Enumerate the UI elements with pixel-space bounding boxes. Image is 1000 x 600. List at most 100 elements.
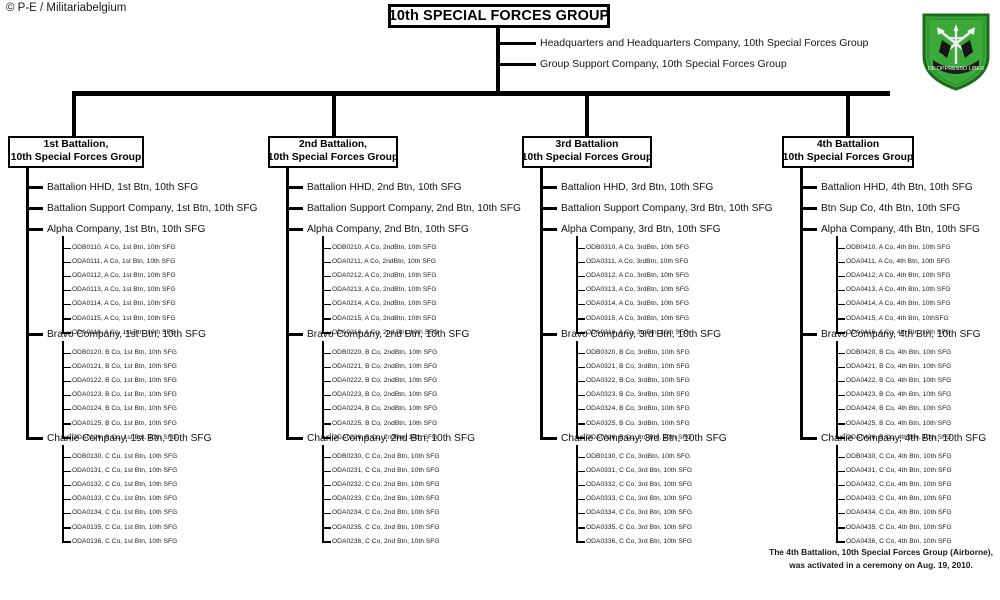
- detachment-tick: [62, 303, 71, 306]
- detachment-label: ODA0322, B Co, 3rdBtn, 10th SFG: [586, 377, 690, 385]
- detachment-label: ODA0435, C Co, 4th Btn, 10th SFG: [846, 523, 952, 531]
- company-tick: [540, 333, 557, 336]
- detachment-label: ODA0335, C Co, 3rd Btn, 10th SFG: [586, 523, 693, 531]
- company-label: Alpha Company, 2nd Btn, 10th SFG: [307, 224, 469, 235]
- battalion-bus: [72, 91, 890, 96]
- detachment-tick: [322, 408, 331, 411]
- detachment-tick: [322, 498, 331, 501]
- detachment-tick: [62, 498, 71, 501]
- detachment-tick: [322, 261, 331, 264]
- detachment-label: ODB0310, A Co, 3rdBtn, 10th SFG: [586, 244, 690, 251]
- company-label: Bravo Company, 4th Btn, 10th SFG: [821, 329, 981, 340]
- detachment-label: ODA0422, B Co, 4th Btn, 10th SFG: [846, 377, 952, 385]
- battalion-unit-tick: [26, 186, 43, 189]
- detachment-tick: [576, 275, 585, 278]
- detachment-label: ODA0134, C Co, 1st Btn, 10th SFG: [72, 509, 178, 517]
- company-tick: [800, 228, 817, 231]
- battalion-spine-2nd-battalion: [286, 168, 289, 437]
- detachment-tick: [836, 247, 845, 250]
- battalion-drop-4: [846, 91, 850, 136]
- detachment-tick: [836, 352, 845, 355]
- detachment-label: ODA0413, A Co, 4th Btn, 10th SFG: [846, 286, 951, 294]
- detachment-tick: [62, 408, 71, 411]
- detachment-label: ODB0220, B Co, 2ndBtn, 10th SFG: [332, 349, 438, 356]
- detachment-label: ODA0124, B Co, 1st Btn, 10th SFG: [72, 405, 177, 413]
- detachment-tick: [62, 380, 71, 383]
- battalion-unit-tick: [800, 186, 817, 189]
- detachment-label: ODA0223, B Co, 2ndBtn, 10th SFG: [332, 391, 438, 399]
- detachment-tick: [322, 275, 331, 278]
- battalion-unit-label: Battalion HHD, 2nd Btn, 10th SFG: [307, 182, 462, 193]
- battalion-unit-label: Battalion Support Company, 1st Btn, 10th…: [47, 203, 258, 214]
- detachment-tick: [322, 303, 331, 306]
- detachment-tick: [62, 318, 71, 320]
- detachment-tick: [62, 261, 71, 264]
- detachment-tick: [62, 541, 71, 543]
- detachment-label: ODA0431, C Co, 4th Btn, 10th SFG: [846, 467, 952, 475]
- detachment-tick: [62, 512, 71, 515]
- detachment-tick: [322, 332, 331, 334]
- detachment-label: ODA0115, A Co, 1st Btn, 10th SFG: [72, 314, 176, 322]
- detachment-label: ODA0334, C Co, 3rd Btn, 10th SFG: [586, 509, 693, 517]
- battalion-drop-1: [72, 91, 76, 136]
- detachment-label: ODA0416, A Co, 4th Btn, 10th SFG: [846, 328, 951, 336]
- detachment-tick: [62, 289, 71, 292]
- detachment-tick: [576, 318, 585, 320]
- detachment-tick: [62, 484, 71, 487]
- detachment-tick: [62, 423, 71, 425]
- root-unit-title: 10th SPECIAL FORCES GROUP: [388, 8, 610, 24]
- company-label: Alpha Company, 4th Btn, 10th SFG: [821, 224, 980, 235]
- detachment-tick: [62, 332, 71, 334]
- detachment-tick: [322, 470, 331, 473]
- detachment-label: ODA0425, B Co, 4th Btn, 10th SFG: [846, 419, 952, 427]
- detachment-tick: [836, 275, 845, 278]
- detachment-tick: [836, 408, 845, 411]
- battalion-unit-tick: [26, 207, 43, 210]
- detachment-tick: [836, 470, 845, 473]
- detachment-tick: [62, 456, 71, 459]
- detachment-label: ODA0132, C Co, 1st Btn, 10th SFG: [72, 481, 178, 489]
- detachment-tick: [576, 423, 585, 425]
- battalion-name-line1: 4th Battalion: [816, 139, 880, 151]
- company-label: Bravo Company, 3rd Btn, 10th SFG: [561, 329, 722, 340]
- detachment-label: ODA0235, C Co, 2nd Btn, 10th SFG: [332, 523, 440, 531]
- detachment-label: ODA0214, A Co, 2ndBtn, 10th SFG: [332, 300, 437, 308]
- detachment-tick: [836, 512, 845, 515]
- company-label: Alpha Company, 1st Btn, 10th SFG: [47, 224, 206, 235]
- battalion-unit-label: Battalion HHD, 4th Btn, 10th SFG: [821, 182, 973, 193]
- detachment-tick: [322, 423, 331, 425]
- detachment-tick: [836, 423, 845, 425]
- detachment-label: ODA0224, B Co, 2ndBtn, 10th SFG: [332, 405, 438, 413]
- detachment-spine: [836, 445, 838, 542]
- detachment-label: ODA0333, C Co, 3rd Btn, 10th SFG: [586, 495, 693, 503]
- detachment-tick: [576, 470, 585, 473]
- detachment-label: ODA0426, B Co, 4th Btn, 10th SFG: [846, 433, 952, 441]
- battalion-box-1st-battalion[interactable]: 1st Battalion,10th Special Forces Group: [8, 136, 144, 168]
- detachment-spine: [322, 445, 324, 542]
- detachment-tick: [576, 352, 585, 355]
- battalion-name-line2: 10th Special Forces Group: [10, 152, 142, 163]
- insignia-motto: DE OPPRESSO LIBER: [928, 66, 984, 72]
- company-label: Alpha Company, 3rd Btn, 10th SFG: [561, 224, 721, 235]
- detachment-label: ODA0111, A Co, 1st Btn, 10th SFG: [72, 258, 176, 266]
- company-tick: [26, 228, 43, 231]
- detachment-tick: [322, 456, 331, 459]
- detachment-tick: [836, 394, 845, 397]
- company-tick: [286, 437, 303, 440]
- detachment-label: ODA0432, C Co, 4th Btn, 10th SFG: [846, 481, 952, 489]
- battalion-box-2nd-battalion[interactable]: 2nd Battalion,10th Special Forces Group: [268, 136, 398, 168]
- detachment-label: ODB0130, C Co, 3rdBtn, 10th SFG: [586, 453, 691, 460]
- detachment-tick: [62, 437, 71, 439]
- detachment-label: ODA0123, B Co, 1st Btn, 10th SFG: [72, 391, 177, 399]
- company-tick: [540, 437, 557, 440]
- detachment-tick: [322, 437, 331, 439]
- detachment-label: ODA0236, C Co, 2nd Btn, 10th SFG: [332, 537, 440, 545]
- company-tick: [26, 333, 43, 336]
- battalion-spine-1st-battalion: [26, 168, 29, 437]
- unit-insignia: DE OPPRESSO LIBER: [921, 12, 991, 92]
- detachment-tick: [322, 247, 331, 250]
- detachment-spine: [62, 445, 64, 542]
